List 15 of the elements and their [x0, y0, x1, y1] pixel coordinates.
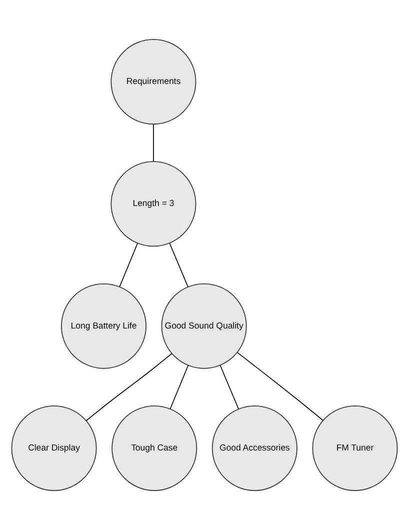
node-circle: FM Tuner [312, 404, 398, 490]
connector [220, 364, 239, 409]
connector [169, 242, 188, 287]
connector [153, 124, 154, 162]
connector [119, 242, 138, 287]
node-circle: Length = 3 [110, 160, 196, 246]
node-circle: Good Sound Quality [161, 282, 247, 368]
node-circle: Requirements [110, 38, 196, 124]
connector [236, 352, 324, 420]
node-circle: Tough Case [112, 404, 198, 490]
node-circle: Clear Display [11, 404, 97, 490]
node-circle: Long Battery Life [61, 282, 146, 368]
connector [170, 364, 189, 409]
connector [86, 352, 172, 421]
node-circle: Good Accessories [212, 404, 298, 490]
